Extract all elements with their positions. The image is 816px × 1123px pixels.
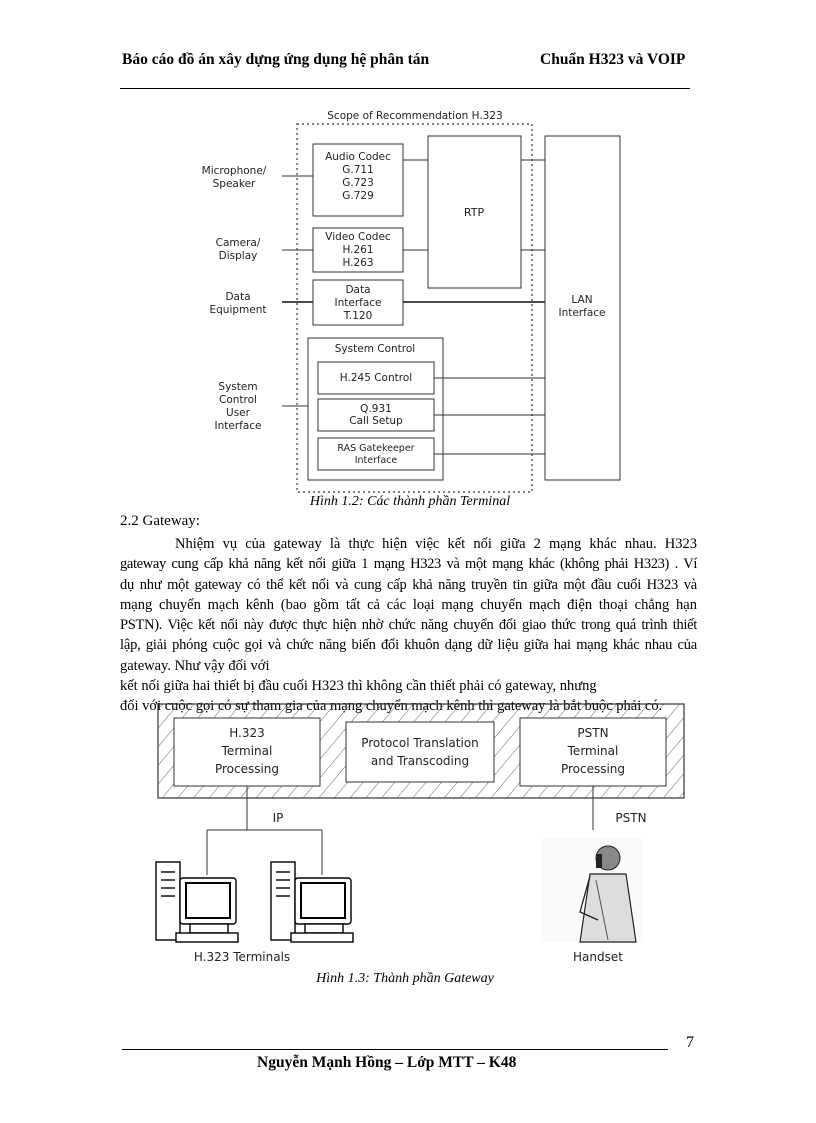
body-line-3: dụ như một gateway có thể kết nối và cun… <box>120 576 697 593</box>
body-line-4: mạng chuyển mạch kênh (bao gồm tất cả cá… <box>120 596 697 613</box>
section-body: Nhiệm vụ của gateway là thực hiện việc k… <box>120 534 697 717</box>
rtp-box <box>427 135 522 289</box>
terminal-diagram: Scope of Recommendation H.323 Microphone… <box>202 110 621 493</box>
pstn-box-line3: Processing <box>561 762 625 776</box>
audio-codec-g711: G.711 <box>342 164 374 176</box>
scope-box <box>296 123 533 493</box>
figure2-caption: Hình 1.3: Thành phần Gateway <box>316 971 494 986</box>
label-equipment: Equipment <box>210 304 267 316</box>
protocol-box-line2: and Transcoding <box>371 754 469 768</box>
figure1-caption: Hình 1.2: Các thành phần Terminal <box>309 494 511 509</box>
left-labels: Microphone/ Speaker Camera/ Display Data… <box>202 165 267 432</box>
label-control: Control <box>219 394 257 406</box>
audio-codec-g723: G.723 <box>342 177 374 189</box>
body-line-6: lập, giải phóng cuộc gọi và chức năng bi… <box>120 637 697 654</box>
pstn-label: PSTN <box>615 811 646 825</box>
h323-box-line1: H.323 <box>229 726 265 740</box>
header-title: Báo cáo đồ án xây dựng ứng dụng hệ phân … <box>122 51 430 68</box>
rtp-label: RTP <box>464 206 485 219</box>
h323-box-line2: Terminal <box>221 744 273 758</box>
label-camera: Camera/ <box>216 237 261 249</box>
label-data: Data <box>225 291 250 303</box>
audio-codec-g729: G.729 <box>342 190 374 202</box>
body-line-5: PSTN). Việc kết nối này được thực hiện n… <box>120 617 697 634</box>
q931-box <box>317 398 435 432</box>
system-control-title: System Control <box>335 343 415 355</box>
q931-label: Q.931 <box>360 403 392 415</box>
video-codec-title: Video Codec <box>325 231 391 243</box>
ip-label: IP <box>273 811 284 825</box>
video-codec-h263: H.263 <box>342 257 373 269</box>
label-interface: Interface <box>214 420 261 432</box>
protocol-translation-box <box>345 721 495 783</box>
lan-interface-box <box>544 135 621 481</box>
label-microphone: Microphone/ <box>202 165 267 177</box>
computer-icon <box>270 861 354 943</box>
data-interface-sub: Interface <box>334 297 381 309</box>
ip-network-lines <box>206 786 594 875</box>
header-divider <box>120 88 690 89</box>
body-line-2: gateway cung cấp khả năng kết nối giữa 1… <box>120 556 697 573</box>
pstn-processing-box <box>519 717 667 787</box>
label-system: System <box>218 381 257 393</box>
body-line-8: kết nối giữa hai thiết bị đầu cuối H323 … <box>120 678 597 695</box>
handset-label: Handset <box>573 950 623 964</box>
call-setup-label: Call Setup <box>349 415 403 427</box>
section-heading: 2.2 Gateway: <box>120 513 200 529</box>
internal-connectors <box>403 159 545 455</box>
label-speaker: Speaker <box>213 178 256 190</box>
data-interface-title: Data <box>345 284 370 296</box>
label-user: User <box>226 407 251 419</box>
lan-label-2: Interface <box>558 307 605 319</box>
computer-icon <box>155 861 239 943</box>
ras-box <box>317 437 435 471</box>
h245-box <box>317 361 435 395</box>
terminals-label: H.323 Terminals <box>194 950 290 964</box>
lan-label-1: LAN <box>571 294 592 306</box>
footer-divider <box>122 1049 668 1050</box>
protocol-box-line1: Protocol Translation <box>361 736 479 750</box>
h323-box-line3: Processing <box>215 762 279 776</box>
body-line-1: Nhiệm vụ của gateway là thực hiện việc k… <box>175 536 697 552</box>
gateway-diagram: H.323 Terminal Processing Protocol Trans… <box>155 703 685 964</box>
label-display: Display <box>219 250 258 262</box>
pstn-box-line2: Terminal <box>567 744 619 758</box>
page-number: 7 <box>686 1034 694 1051</box>
header-topic: Chuẩn H323 và VOIP <box>540 51 686 68</box>
video-codec-h261: H.261 <box>342 244 373 256</box>
audio-codec-title: Audio Codec <box>325 151 391 163</box>
h323-processing-box <box>173 717 321 787</box>
audio-codec-box <box>312 143 404 217</box>
data-interface-t120: T.120 <box>343 310 373 322</box>
pstn-box-line1: PSTN <box>577 726 608 740</box>
handset-person-icon <box>540 838 644 943</box>
scope-label: Scope of Recommendation H.323 <box>327 110 502 122</box>
body-line-7: gateway. Như vậy đối với <box>120 657 270 674</box>
ras-label: RAS Gatekeeper <box>337 443 414 454</box>
footer-author: Nguyễn Mạnh Hồng – Lớp MTT – K48 <box>257 1054 517 1071</box>
h245-label: H.245 Control <box>340 372 412 384</box>
ras-interface-label: Interface <box>355 455 398 466</box>
data-interface-box <box>312 279 404 326</box>
